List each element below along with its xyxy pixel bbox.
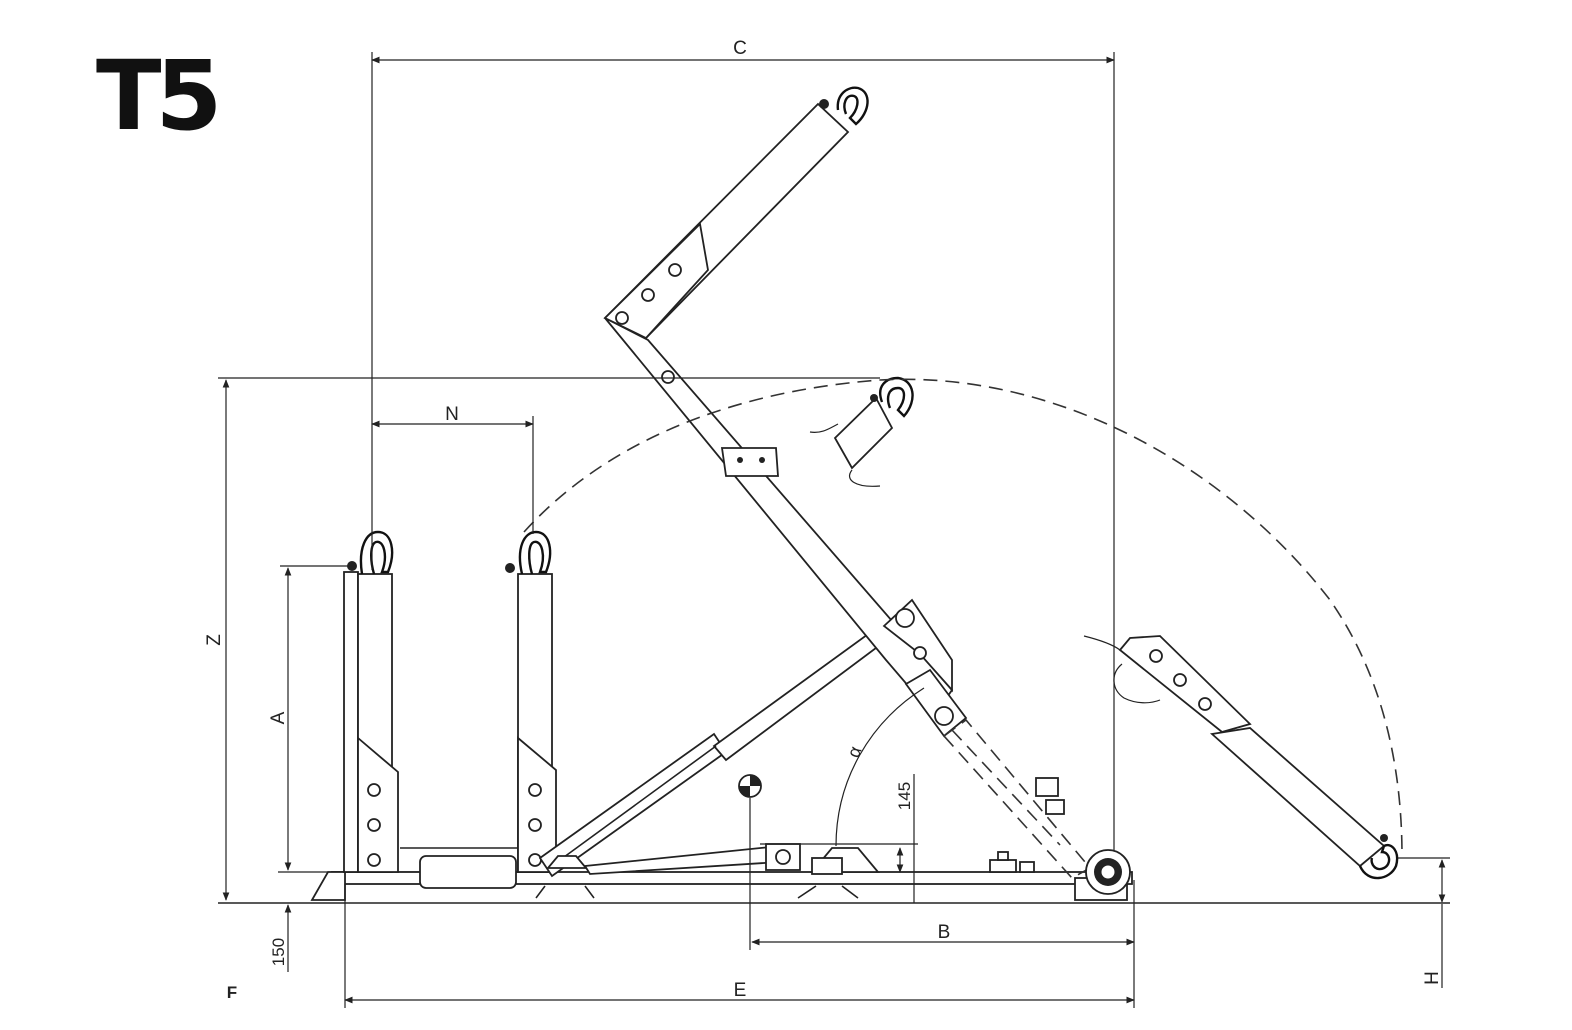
arm-extended-position xyxy=(1083,635,1399,880)
dim-B xyxy=(749,798,1135,1008)
arm-collapsed-path xyxy=(942,718,1092,880)
model-logo: T5 xyxy=(96,40,222,152)
main-arm xyxy=(604,317,968,738)
dim-E xyxy=(344,884,1135,1008)
label-F: F xyxy=(227,983,237,1002)
dim-Z xyxy=(218,377,880,901)
swing-arc xyxy=(523,378,1403,857)
label-alpha: α xyxy=(843,744,865,761)
lower-linkage xyxy=(583,843,918,899)
label-Z: Z xyxy=(204,634,225,646)
hook-mid-position xyxy=(809,376,914,487)
label-A: A xyxy=(268,711,289,724)
dim-A xyxy=(280,565,352,871)
label-150: 150 xyxy=(269,938,288,966)
front-hook-post xyxy=(505,530,557,873)
center-of-gravity-icon xyxy=(738,774,762,798)
dim-N xyxy=(371,416,534,534)
dim-145 xyxy=(896,774,915,903)
label-C: C xyxy=(733,38,747,59)
label-H: H xyxy=(1422,971,1443,985)
rear-hook-post xyxy=(343,530,399,873)
tilt-angle-arc xyxy=(835,687,925,847)
label-N: N xyxy=(445,404,459,425)
label-145: 145 xyxy=(895,782,914,810)
dim-C xyxy=(371,52,1115,850)
pivot-roller xyxy=(1085,849,1131,895)
label-B: B xyxy=(938,922,951,943)
arm-extension xyxy=(603,86,869,340)
dim-H xyxy=(1398,857,1450,988)
label-E: E xyxy=(734,980,747,1001)
valve-block xyxy=(989,851,1035,873)
base-frame xyxy=(310,847,1133,901)
